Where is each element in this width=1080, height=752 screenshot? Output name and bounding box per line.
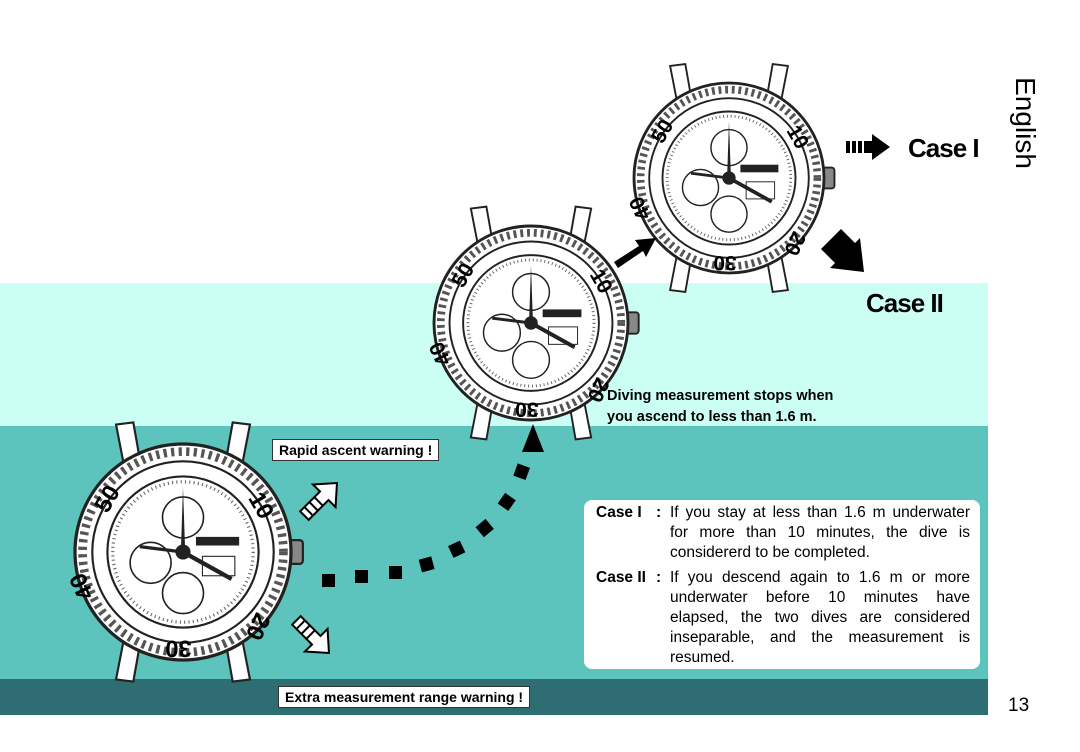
rapid-ascent-warning-label: Rapid ascent warning ! bbox=[272, 439, 440, 461]
case2-colon: : bbox=[656, 569, 662, 586]
page-number: 13 bbox=[1008, 695, 1030, 716]
extra-range-arrow-icon bbox=[290, 614, 331, 655]
case2-explanation: Case II : If you descend again to 1.6 m … bbox=[596, 568, 970, 668]
case1-colon: : bbox=[656, 504, 662, 521]
watch-illustration-case1: 50 10 20 30 40 bbox=[625, 64, 834, 292]
diving-note-line1: Diving measurement stops when bbox=[607, 388, 834, 404]
case-explanation-box: Case I : If you stay at less than 1.6 m … bbox=[584, 500, 980, 669]
bezel-30: 30 bbox=[515, 398, 539, 422]
case1-text: If you stay at less than 1.6 m underwate… bbox=[670, 504, 970, 561]
language-label: English bbox=[1010, 77, 1041, 169]
case2-heading: Case II bbox=[866, 288, 944, 318]
language-side-tab: English bbox=[1000, 77, 1050, 169]
case1-heading: Case I bbox=[908, 133, 980, 163]
extra-range-warning-label: Extra measurement range warning ! bbox=[278, 686, 531, 708]
diving-note: Diving measurement stops when you ascend… bbox=[607, 386, 833, 428]
ascend-arrow-icon bbox=[614, 238, 656, 268]
case1-explanation: Case I : If you stay at less than 1.6 m … bbox=[596, 503, 970, 563]
case2-arrow-icon bbox=[821, 229, 864, 272]
case1-key: Case I bbox=[596, 504, 642, 521]
dive-path-dashed-arrow-icon bbox=[322, 424, 544, 587]
case1-arrow-icon bbox=[846, 134, 890, 160]
bezel-30: 30 bbox=[713, 251, 736, 274]
case2-text: If you descend again to 1.6 m or more un… bbox=[670, 569, 970, 666]
bezel-30: 30 bbox=[165, 635, 191, 662]
watch-illustration-start: 50 10 20 30 40 bbox=[64, 422, 303, 681]
diving-note-line2: you ascend to less than 1.6 m. bbox=[607, 409, 817, 425]
rapid-ascent-arrow-icon bbox=[298, 481, 339, 522]
case2-key: Case II bbox=[596, 569, 646, 586]
